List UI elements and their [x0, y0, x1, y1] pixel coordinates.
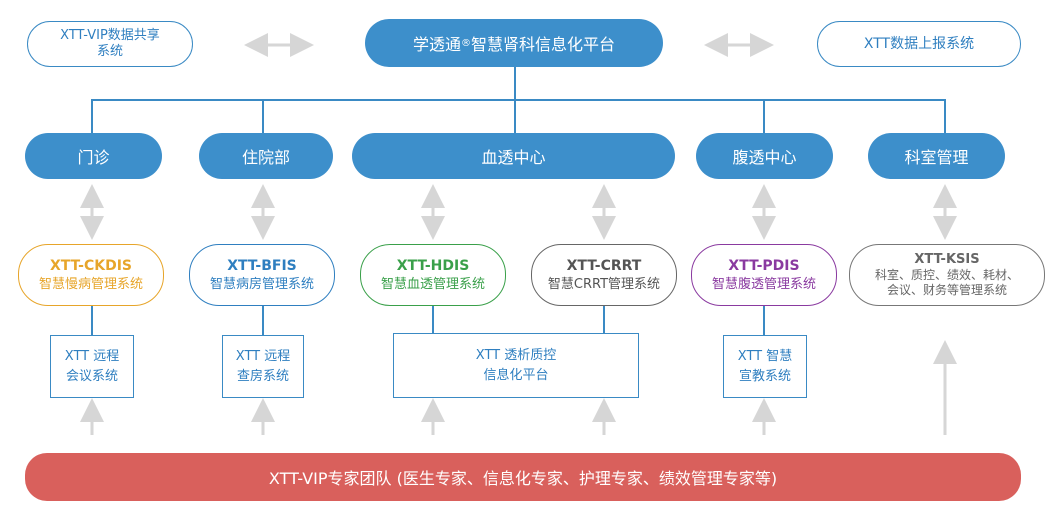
vip-data-sharing-line2: 系统 — [96, 44, 123, 59]
system-crrt-name: 智慧CRRT管理系统 — [547, 276, 661, 292]
trunk-line-vertical — [514, 66, 516, 100]
education-box: XTT 智慧 宣教系统 — [723, 335, 807, 398]
link-line-crrt — [603, 306, 605, 334]
system-hdis-code: XTT-HDIS — [396, 257, 470, 274]
dept-inpatient-label: 住院部 — [241, 148, 290, 167]
remote-rounds-line1: XTT 远程 — [235, 348, 291, 364]
trunk-line-horizontal — [91, 99, 945, 101]
system-ckdis: XTT-CKDIS 智慧慢病管理系统 — [18, 244, 164, 306]
system-ksis: XTT-KSIS 科室、质控、绩效、耗材、 会议、财务等管理系统 — [849, 244, 1045, 306]
system-ksis-name-line2: 会议、财务等管理系统 — [886, 283, 1007, 297]
system-ckdis-code: XTT-CKDIS — [49, 257, 132, 274]
branch-line-inpatient — [262, 99, 264, 133]
system-crrt: XTT-CRRT 智慧CRRT管理系统 — [531, 244, 677, 306]
vip-data-sharing-box: XTT-VIP数据共享 系统 — [27, 21, 193, 67]
branch-line-hemodialysis — [514, 99, 516, 133]
dialysis-qc-line2: 信息化平台 — [483, 367, 549, 383]
branch-line-management — [944, 99, 946, 133]
system-bfis: XTT-BFIS 智慧病房管理系统 — [189, 244, 335, 306]
system-pdis-name: 智慧腹透管理系统 — [711, 276, 816, 292]
remote-meeting-box: XTT 远程 会议系统 — [50, 335, 134, 398]
dept-peritoneal: 腹透中心 — [696, 133, 833, 179]
dialysis-qc-box: XTT 透析质控 信息化平台 — [393, 333, 639, 398]
remote-meeting-line2: 会议系统 — [65, 368, 118, 384]
remote-meeting-line1: XTT 远程 — [64, 348, 120, 364]
dept-peritoneal-label: 腹透中心 — [732, 148, 797, 167]
dialysis-qc-line1: XTT 透析质控 — [475, 347, 557, 363]
expert-team-label: XTT-VIP专家团队 (医生专家、信息化专家、护理专家、绩效管理专家等) — [268, 469, 778, 488]
system-pdis-code: XTT-PDIS — [728, 257, 800, 274]
education-line2: 宣教系统 — [738, 368, 791, 384]
system-ckdis-name: 智慧慢病管理系统 — [38, 276, 143, 292]
system-crrt-code: XTT-CRRT — [566, 257, 642, 274]
link-line-ckdis — [91, 306, 93, 336]
link-line-pdis — [763, 306, 765, 336]
data-report-box: XTT数据上报系统 — [817, 21, 1021, 67]
link-line-hdis — [432, 306, 434, 334]
system-bfis-name: 智慧病房管理系统 — [209, 276, 314, 292]
registered-mark: ® — [461, 37, 471, 49]
expert-team-bar: XTT-VIP专家团队 (医生专家、信息化专家、护理专家、绩效管理专家等) — [25, 453, 1021, 501]
dept-inpatient: 住院部 — [199, 133, 333, 179]
system-hdis: XTT-HDIS 智慧血透管理系统 — [360, 244, 506, 306]
system-ksis-code: XTT-KSIS — [914, 252, 980, 267]
remote-rounds-line2: 查房系统 — [236, 368, 289, 384]
system-ksis-name-line1: 科室、质控、绩效、耗材、 — [874, 268, 1019, 282]
dept-management: 科室管理 — [868, 133, 1005, 179]
dept-hemodialysis-label: 血透中心 — [481, 148, 546, 167]
branch-line-peritoneal — [763, 99, 765, 133]
education-line1: XTT 智慧 — [737, 348, 793, 364]
system-bfis-code: XTT-BFIS — [227, 257, 297, 274]
link-line-bfis — [262, 306, 264, 336]
dept-outpatient-label: 门诊 — [77, 148, 110, 167]
platform-title-suffix: 智慧肾科信息化平台 — [471, 35, 616, 54]
dept-management-label: 科室管理 — [904, 148, 969, 167]
dept-outpatient: 门诊 — [25, 133, 162, 179]
data-report-label: XTT数据上报系统 — [863, 36, 975, 52]
branch-line-outpatient — [91, 99, 93, 133]
vip-data-sharing-line1: XTT-VIP数据共享 — [60, 28, 160, 43]
platform-title-prefix: 学透通 — [412, 35, 461, 54]
system-hdis-name: 智慧血透管理系统 — [380, 276, 485, 292]
platform-title: 学透通®智慧肾科信息化平台 — [365, 19, 663, 67]
remote-rounds-box: XTT 远程 查房系统 — [222, 335, 304, 398]
system-pdis: XTT-PDIS 智慧腹透管理系统 — [691, 244, 837, 306]
dept-hemodialysis: 血透中心 — [352, 133, 675, 179]
